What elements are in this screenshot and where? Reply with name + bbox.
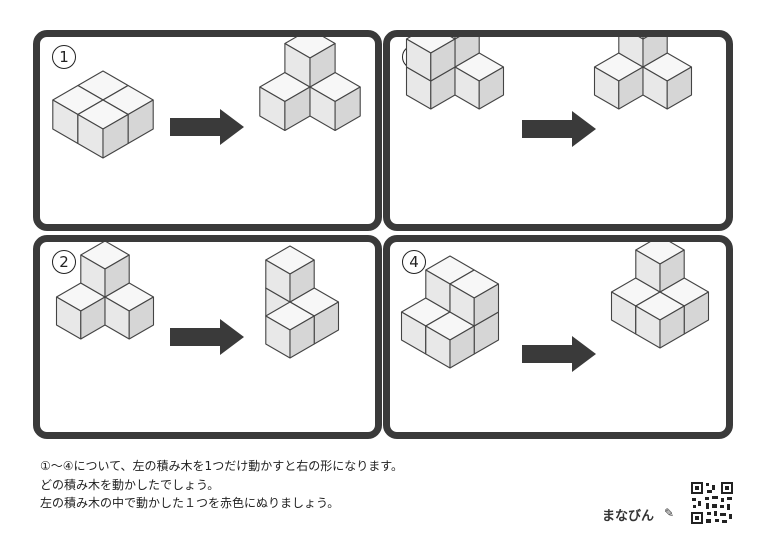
cube[interactable] bbox=[284, 37, 336, 88]
instruction-line-1: ①〜④について、左の積み木を1つだけ動かすと右の形になります。 bbox=[40, 459, 403, 473]
arrow-right-icon bbox=[522, 336, 596, 372]
brand-logo: まなびん bbox=[602, 509, 655, 524]
puzzle-panel-3: 3 bbox=[383, 30, 733, 231]
puzzle-panel-1: 1 bbox=[33, 30, 382, 231]
cube[interactable] bbox=[449, 269, 500, 327]
arrow-right-icon bbox=[170, 109, 244, 145]
cube-drawing bbox=[405, 37, 693, 147]
arrow-right-icon bbox=[522, 111, 596, 147]
cube[interactable] bbox=[80, 242, 130, 298]
qr-code-icon[interactable] bbox=[690, 481, 734, 525]
cube[interactable] bbox=[635, 242, 685, 293]
instruction-line-2: どの積み木を動かしたでしょう。 bbox=[40, 477, 220, 492]
cube[interactable] bbox=[77, 99, 129, 159]
panel-number: 4 bbox=[402, 250, 426, 274]
pencil-icon: ✎ bbox=[664, 506, 675, 520]
instruction-line-3: 左の積み木の中で動かした１つを赤色にぬりましょう。 bbox=[40, 496, 340, 510]
cube-drawing bbox=[400, 242, 710, 372]
cube[interactable] bbox=[265, 301, 315, 359]
cube[interactable] bbox=[265, 245, 315, 303]
puzzle-panel-4: 4 bbox=[383, 235, 733, 439]
arrow-right-icon bbox=[170, 319, 244, 355]
puzzle-panel-2: 2 bbox=[33, 235, 382, 439]
cube-drawing bbox=[52, 37, 361, 159]
cube[interactable] bbox=[618, 37, 668, 68]
cube[interactable] bbox=[405, 37, 456, 82]
panel-number: 1 bbox=[52, 45, 76, 69]
cube[interactable] bbox=[431, 37, 479, 40]
cube[interactable] bbox=[635, 291, 685, 349]
cube[interactable] bbox=[619, 37, 667, 40]
panel-number: 2 bbox=[52, 250, 76, 274]
instructions: ①〜④について、左の積み木を1つだけ動かすと右の形になります。 どの積み木を動か… bbox=[40, 457, 403, 513]
cube[interactable] bbox=[642, 52, 693, 110]
cube-drawing bbox=[55, 242, 340, 359]
cube[interactable] bbox=[425, 311, 475, 369]
